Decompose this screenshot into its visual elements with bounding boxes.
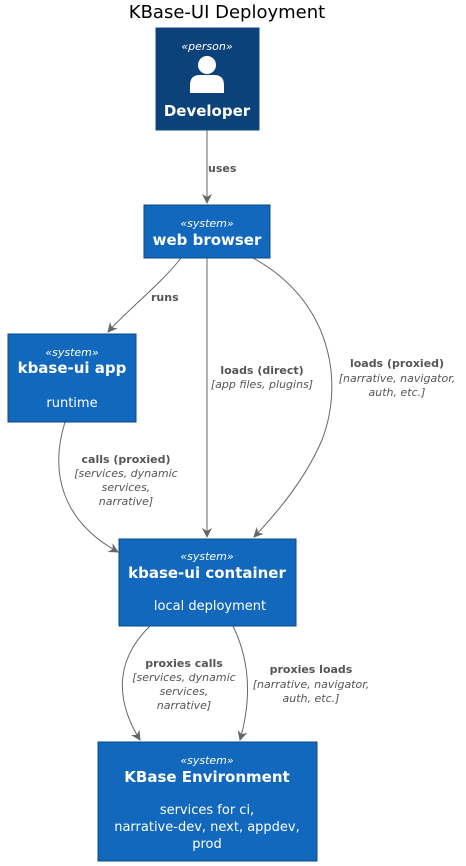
edge-runs-label: runs: [151, 291, 179, 304]
node-kbase-environment-name: KBase Environment: [124, 768, 289, 786]
node-developer-stereotype: «person»: [181, 40, 232, 53]
edge-proxies-calls-tech-1: [services, dynamic: [132, 671, 235, 684]
node-kbase-ui-container-box: [118, 538, 297, 627]
node-kbase-environment-desc-3: prod: [192, 837, 222, 852]
edge-proxies-loads-line: [232, 625, 248, 741]
edge-loads-proxied-tech-1: [narrative, navigator,: [339, 372, 455, 385]
edge-runs-line: [107, 257, 182, 333]
edge-loads-direct-label: loads (direct): [220, 364, 303, 377]
edge-proxies-calls-tech-3: narrative]: [157, 699, 211, 712]
edge-runs: runs: [107, 257, 182, 333]
node-web-browser-stereotype: «system»: [180, 217, 234, 230]
node-developer-name: Developer: [164, 102, 251, 120]
node-kbase-ui-app-box: [7, 333, 137, 423]
person-icon: [190, 56, 224, 93]
edge-calls-proxied-label: calls (proxied): [82, 453, 171, 466]
node-kbase-environment-desc-2: narrative-dev, next, appdev,: [114, 820, 300, 835]
node-kbase-ui-app: «system» kbase-ui app runtime: [7, 333, 137, 423]
node-kbase-environment-box: [97, 741, 318, 862]
diagram-title: KBase-UI Deployment: [129, 2, 325, 23]
node-kbase-environment-stereotype: «system»: [180, 754, 234, 767]
node-kbase-environment-desc-1: services for ci,: [160, 803, 254, 818]
edge-loads-direct: loads (direct) [app files, plugins]: [202, 258, 313, 538]
edge-proxies-calls: proxies calls [services, dynamic service…: [121, 625, 236, 741]
node-web-browser-box: [143, 204, 271, 259]
edge-calls-proxied-line: [58, 421, 119, 553]
node-kbase-ui-app-description: runtime: [46, 396, 97, 411]
edge-loads-direct-tech: [app files, plugins]: [211, 378, 313, 391]
edge-uses: uses: [202, 130, 237, 204]
edge-calls-proxied: calls (proxied) [services, dynamic servi…: [58, 421, 178, 553]
node-kbase-environment: «system» KBase Environment services for …: [97, 741, 318, 862]
node-developer-box: [155, 27, 260, 131]
edge-calls-proxied-tech-3: narrative]: [99, 495, 153, 508]
edge-proxies-loads: proxies loads [narrative, navigator, aut…: [232, 625, 369, 741]
node-kbase-ui-container-stereotype: «system»: [180, 550, 234, 563]
node-kbase-ui-app-name: kbase-ui app: [18, 359, 127, 377]
edge-calls-proxied-tech-1: [services, dynamic: [74, 467, 177, 480]
node-kbase-ui-container: «system» kbase-ui container local deploy…: [118, 538, 297, 627]
edge-proxies-loads-tech-2: auth, etc.]: [283, 692, 340, 705]
node-web-browser: «system» web browser: [143, 204, 271, 259]
node-kbase-ui-container-description: local deployment: [154, 599, 266, 614]
edge-loads-proxied-label: loads (proxied): [350, 357, 444, 370]
edge-loads-proxied-tech-2: auth, etc.]: [369, 386, 426, 399]
node-kbase-ui-container-name: kbase-ui container: [128, 564, 286, 582]
edge-proxies-calls-label: proxies calls: [145, 657, 223, 670]
edge-proxies-loads-label: proxies loads: [270, 663, 353, 676]
node-kbase-ui-app-stereotype: «system»: [45, 346, 99, 359]
edge-proxies-calls-line: [121, 625, 151, 741]
edge-loads-proxied: loads (proxied) [narrative, navigator, a…: [252, 257, 455, 538]
edge-loads-proxied-line: [252, 257, 333, 538]
edge-calls-proxied-tech-2: services,: [102, 481, 151, 494]
edge-proxies-calls-tech-2: services,: [160, 685, 209, 698]
edge-uses-label: uses: [208, 162, 237, 175]
edge-proxies-loads-tech-1: [narrative, navigator,: [253, 678, 369, 691]
node-web-browser-name: web browser: [153, 231, 262, 249]
node-developer: «person» Developer: [155, 27, 260, 131]
